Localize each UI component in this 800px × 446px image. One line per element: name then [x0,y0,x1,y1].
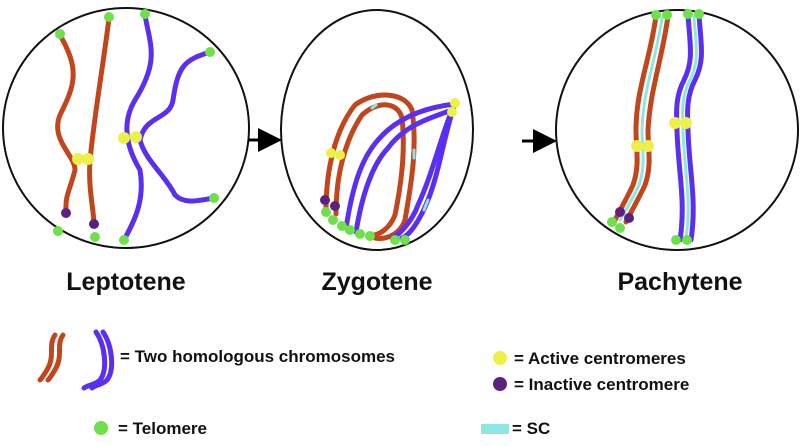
active-centromere-icon [326,98,460,160]
active-centromere-icon [631,117,692,152]
homologous-chromosomes-icon [37,329,115,391]
inactive-centromere-icon [61,208,99,229]
telomere-icon [607,9,704,245]
chromosome-orange [323,92,417,241]
leptotene-panel [2,7,250,249]
legend-inactive-label: = Inactive centromere [514,375,689,394]
cell-circle [280,9,474,251]
cell-circle [555,9,799,251]
stage-label-zygotene: Zygotene [321,268,432,296]
telomere-icon [321,207,410,245]
chromosome-blue [674,12,693,243]
legend-sc-label: = SC [512,419,550,438]
inactive-centromere-icon [615,207,634,223]
telomere-icon [53,9,219,245]
stage-label-leptotene: Leptotene [66,268,186,296]
inactive-centromere-icon [493,377,507,391]
zygotene-panel [280,9,474,251]
inactive-centromere-icon [320,195,340,211]
telomere-icon [94,421,108,435]
chromosome-orange [87,15,112,228]
legend-chromosomes-label: = Two homologous chromosomes [120,347,395,366]
pachytene-panel [555,9,799,251]
legend-active-label: = Active centromeres [514,349,686,368]
stage-label-pachytene: Pachytene [617,268,742,296]
sc-segment [681,15,698,240]
legend: = Two homologous chromosomes = Active ce… [37,329,689,438]
cell-circle [2,7,250,249]
sc-segment [370,103,430,212]
legend-telomere-label: = Telomere [118,419,207,438]
sc-icon [481,424,509,434]
chromosome-orange [55,32,78,215]
chromosome-blue [685,12,704,243]
chromosome-blue [137,49,217,204]
active-centromere-icon [493,351,507,365]
active-centromere-icon [72,131,142,165]
